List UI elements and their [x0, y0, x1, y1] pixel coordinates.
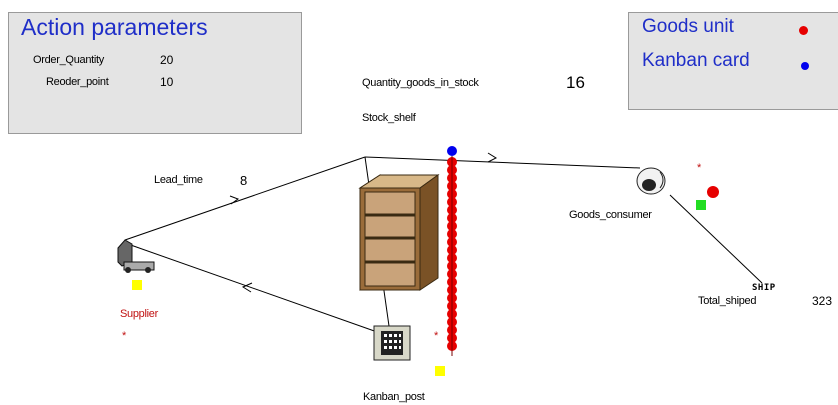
quantity-in-stock-label: Quantity_goods_in_stock	[362, 77, 479, 89]
flow-arrow-3	[487, 152, 498, 163]
flow-line-supplier-to-shelf	[124, 156, 366, 241]
goods-consumer-label: Goods_consumer	[569, 209, 652, 221]
stock-shelf-label: Stock_shelf	[362, 112, 416, 124]
kanban-post-marker: *	[434, 330, 438, 342]
flow-line-supplier-to-kanban	[124, 242, 381, 334]
lead-time-label: Lead_time	[154, 174, 203, 186]
consumer-indicator-square	[696, 200, 706, 210]
supplier-marker: *	[122, 330, 126, 342]
order-quantity-value[interactable]: 20	[160, 53, 174, 67]
flow-arrow-2	[241, 282, 253, 293]
legend-panel: Goods unit Kanban card	[628, 12, 838, 110]
action-parameters-title: Action parameters	[21, 14, 208, 40]
goods-consumer-icon[interactable]	[636, 167, 666, 195]
consumer-goods-dot	[707, 186, 719, 198]
flow-line-shelf-top	[364, 156, 641, 169]
flow-line-consumer-to-ship	[669, 194, 763, 284]
order-quantity-label: Order_Quantity	[33, 54, 105, 66]
quantity-in-stock-value: 16	[566, 73, 585, 92]
reorder-point-label: Reoder_point	[46, 76, 109, 88]
reorder-point-value[interactable]: 10	[160, 75, 174, 89]
consumer-marker: *	[697, 162, 701, 174]
kanban-post-label: Kanban_post	[363, 391, 425, 403]
supplier-highlight-square	[132, 280, 142, 290]
kanban-post-icon[interactable]	[373, 325, 411, 361]
kanban-card-legend-dot	[801, 62, 809, 70]
kanban-card-dot	[447, 146, 457, 156]
goods-unit-legend-label: Goods unit	[642, 16, 734, 37]
total-shipped-label: Total_shiped	[698, 295, 757, 307]
supplier-truck-icon[interactable]	[117, 239, 155, 273]
supplier-label: Supplier	[120, 308, 158, 320]
flow-arrow-1	[229, 195, 240, 205]
action-parameters-panel: Action parameters Order_Quantity 20 Reod…	[8, 12, 302, 134]
goods-unit-legend-dot	[799, 26, 808, 35]
lead-time-value: 8	[240, 173, 248, 188]
stock-shelf-icon[interactable]	[358, 174, 440, 291]
kanban-card-legend-label: Kanban card	[642, 50, 750, 71]
kanban-post-highlight-square	[435, 366, 445, 376]
ship-label: SHIP	[752, 283, 776, 293]
total-shipped-value: 323	[812, 294, 833, 308]
